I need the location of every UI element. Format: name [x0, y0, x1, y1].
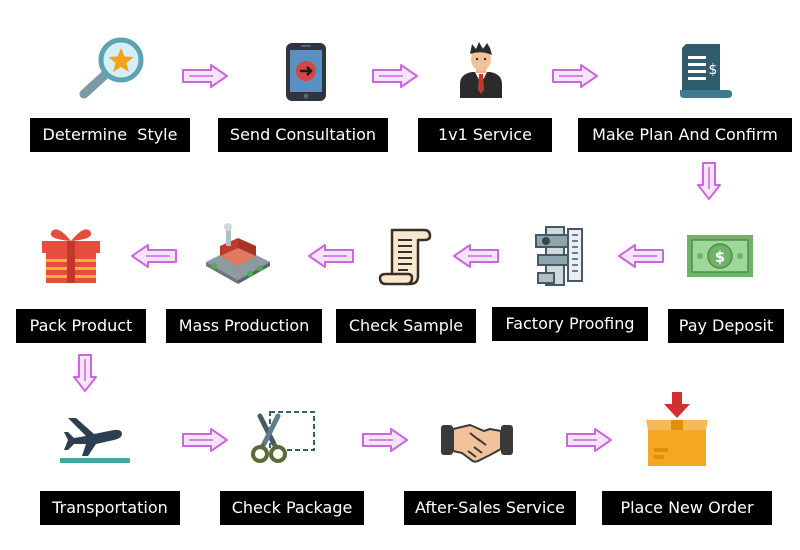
paper-scroll-icon: [378, 228, 432, 286]
step-label-factory-proofing: Factory Proofing: [492, 307, 648, 341]
arrow-right-icon: [372, 64, 418, 88]
airplane-icon: [60, 418, 130, 463]
step-label-determine-style: Determine Style: [30, 118, 190, 152]
handshake-icon: [441, 424, 513, 463]
step-label-check-package: Check Package: [220, 491, 364, 525]
step-label-transportation: Transportation: [40, 491, 180, 525]
businessman-icon: [460, 42, 502, 98]
step-label-after-sales-service: After-Sales Service: [404, 491, 576, 525]
arrow-right-icon: [566, 428, 612, 452]
step-label-make-plan: Make Plan And Confirm: [578, 118, 792, 152]
step-label-place-new-order: Place New Order: [602, 491, 772, 525]
arrow-right-icon: [552, 64, 598, 88]
arrow-right-icon: [182, 428, 228, 452]
step-label-pack-product: Pack Product: [16, 309, 146, 343]
arrow-left-icon: [131, 244, 177, 268]
svg-text:$: $: [715, 248, 725, 266]
gift-box-icon: [42, 229, 100, 283]
arrow-right-icon: [362, 428, 408, 452]
step-label-mass-production: Mass Production: [166, 309, 322, 343]
arrow-right-icon: [182, 64, 228, 88]
scissors-icon: [251, 411, 315, 463]
invoice-document-icon: $: [680, 44, 732, 98]
arrow-down-icon: [697, 162, 721, 200]
arrow-left-icon: [453, 244, 499, 268]
step-label-send-consultation: Send Consultation: [218, 118, 388, 152]
package-box-icon: [646, 392, 708, 466]
arrow-left-icon: [618, 244, 664, 268]
banknote-icon: $: [687, 235, 753, 277]
magnifier-star-icon: [79, 37, 144, 99]
factory-icon: [206, 223, 270, 284]
smartphone-icon: [286, 43, 326, 101]
step-label-check-sample: Check Sample: [336, 309, 476, 343]
caliper-icon: [535, 226, 583, 286]
step-label-1v1-service: 1v1 Service: [418, 118, 552, 152]
arrow-down-icon: [73, 354, 97, 392]
arrow-left-icon: [308, 244, 354, 268]
svg-text:$: $: [709, 62, 718, 78]
step-label-pay-deposit: Pay Deposit: [668, 309, 784, 343]
